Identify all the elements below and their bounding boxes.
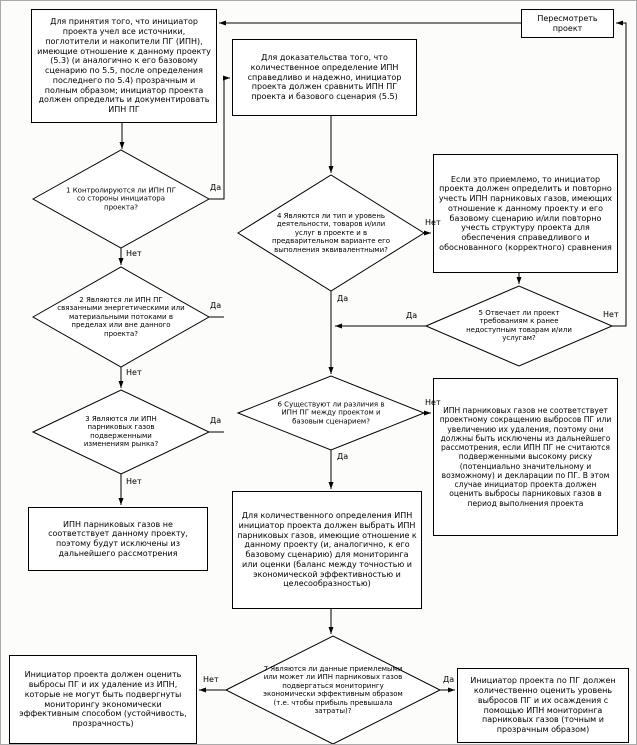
edge-label-d1-yes: Да (210, 183, 222, 192)
excluded-ssr-text: ИПН парниковых газов не соответствует пр… (439, 406, 612, 508)
estimate-emissions-box: Инициатор проекта должен оценить выбросы… (9, 655, 197, 744)
edge-label-d3-no: Нет (126, 477, 142, 486)
edge-label-d4-no: Нет (425, 218, 441, 227)
select-ssr-box: Для количественного определения ИПН иниц… (232, 491, 422, 609)
edge-label-d2-no: Нет (126, 368, 142, 377)
decision-5-shape (424, 285, 614, 367)
quantify-emissions-text: Инициатор проекта по ПГ должен количеств… (470, 676, 616, 734)
edge-label-d4-yes: Да (337, 294, 349, 303)
revise-project-text: Пересмотреть проект (537, 13, 598, 33)
connector-d1-yes-to-compare (209, 75, 230, 200)
decision-6-shape (236, 375, 426, 451)
edge-label-d6-no: Нет (425, 398, 441, 407)
compare-ssr-box: Для доказательства того, что количествен… (232, 39, 417, 116)
select-ssr-text: Для количественного определения ИПН иниц… (237, 511, 417, 589)
decision-1-text: 1 Контролируются ли ИПН ПГ со стороны ин… (66, 186, 176, 212)
connector-d5-no-to-revise (612, 20, 627, 327)
not-relevant-box: ИПН парниковых газов не соответствует да… (28, 507, 208, 571)
edge-label-d7-yes: Да (443, 675, 455, 684)
decision-6-text: 6 Существуют ли различия в ИПН ПГ между … (277, 400, 385, 426)
not-relevant-text: ИПН парниковых газов не соответствует да… (48, 519, 188, 558)
edge-label-d3-yes: Да (210, 416, 222, 425)
revise-project-box: Пересмотреть проект (521, 9, 614, 38)
excluded-ssr-box: ИПН парниковых газов не соответствует пр… (433, 378, 618, 536)
decision-2-text: 2 Являются ли ИПН ПГ связанными энергети… (57, 296, 185, 338)
decision-1-shape (31, 149, 211, 249)
decision-4-shape (237, 174, 425, 292)
estimate-emissions-text: Инициатор проекта должен оценить выбросы… (19, 670, 187, 728)
decision-7-shape (224, 635, 442, 744)
edge-label-d5-yes: Да (406, 311, 418, 320)
decision-5-text: 5 Отвечает ли проект требованиям к ранее… (466, 309, 572, 343)
compare-ssr-text: Для доказательства того, что количествен… (247, 53, 402, 102)
identify-document-text: Для принятия того, что инициатор проекта… (37, 17, 211, 114)
decision-7-text: 7 Являются ли данные приемлемыми или мож… (263, 664, 403, 715)
edge-label-d5-no: Нет (603, 310, 619, 319)
reidentify-ssr-box: Если это приемлемо, то инициатор проекта… (433, 154, 618, 273)
decision-3-text: 3 Являются ли ИПН парниковых газов подве… (83, 415, 159, 449)
reidentify-ssr-text: Если это приемлемо, то инициатор проекта… (438, 174, 613, 252)
identify-document-box: Для принятия того, что инициатор проекта… (31, 9, 217, 123)
quantify-emissions-box: Инициатор проекта по ПГ должен количеств… (457, 668, 629, 743)
edge-label-d7-no: Нет (203, 675, 219, 684)
decision-4-text: 4 Являются ли тип и уровень деятельности… (271, 212, 391, 254)
edge-label-d6-yes: Да (337, 452, 349, 461)
decision-3-shape (31, 389, 211, 475)
decision-2-shape (31, 266, 211, 368)
edge-label-d2-yes: Да (210, 301, 222, 310)
edge-label-d1-no: Нет (126, 249, 142, 258)
